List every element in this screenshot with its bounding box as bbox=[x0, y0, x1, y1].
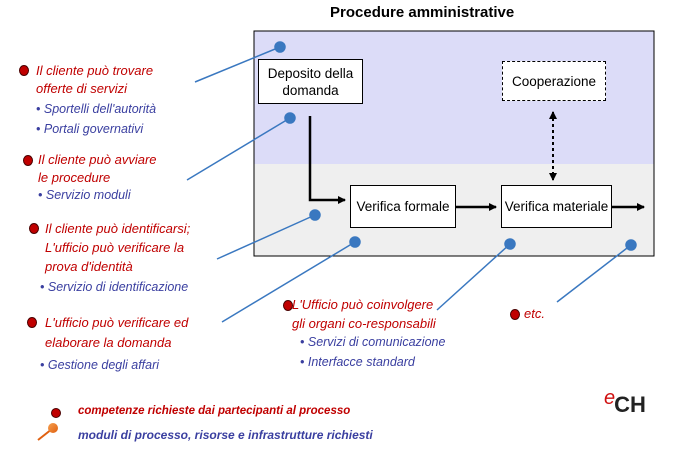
note-1-sub-1: • Sportelli dell'autorità bbox=[36, 102, 157, 116]
legend-blue-text: moduli di processo, risorse e infrastrut… bbox=[78, 428, 373, 442]
note-3-sub-1: • Servizio di identificazione bbox=[40, 280, 189, 294]
note-5-sub-1-text: Servizi di comunicazione bbox=[307, 335, 446, 349]
note-2-sub-1: • Servizio moduli bbox=[38, 188, 131, 202]
page-title: Procedure amministrative bbox=[330, 4, 515, 21]
note-2-line-2: le procedure bbox=[38, 170, 111, 185]
note-4-line-1: L'ufficio può verificare ed bbox=[45, 315, 189, 330]
note-5-bullet-icon bbox=[283, 300, 293, 311]
box-verifica-materiale: Verifica materiale bbox=[501, 185, 612, 228]
note-4-sub-1: • Gestione degli affari bbox=[40, 358, 160, 372]
note-6-bullet-icon bbox=[510, 309, 520, 320]
note-1-bullet-icon bbox=[19, 65, 29, 76]
box-cooperazione: Cooperazione bbox=[502, 61, 606, 101]
flow-arrow-deposito-to-formale bbox=[308, 116, 346, 204]
legend-red-dot-icon bbox=[51, 408, 61, 418]
note-6-line-1: etc. bbox=[524, 306, 545, 321]
note-5-line-1: L'Ufficio può coinvolgere bbox=[292, 297, 434, 312]
note-3-sub-1-text: Servizio di identificazione bbox=[47, 280, 189, 294]
box-verifica-formale-label: Verifica formale bbox=[356, 199, 450, 214]
note-3-line-2: L'ufficio può verificare la bbox=[45, 240, 185, 255]
note-5-sub-2-text: Interfacce standard bbox=[307, 355, 415, 369]
note-1-sub-2: • Portali governativi bbox=[36, 122, 144, 136]
note-2-bullet-icon bbox=[23, 155, 33, 166]
box-deposito: Deposito della domanda bbox=[258, 59, 363, 104]
ech-logo: eCH bbox=[604, 387, 646, 418]
note-4-sub-1-text: Gestione degli affari bbox=[47, 358, 160, 372]
connector-line-6 bbox=[556, 244, 632, 303]
note-2-sub-1-text: Servizio moduli bbox=[45, 188, 131, 202]
box-deposito-label: Deposito della domanda bbox=[267, 65, 354, 98]
note-3-bullet-icon bbox=[29, 223, 39, 234]
note-1-sub-1-text: Sportelli dell'autorità bbox=[43, 102, 157, 116]
ech-logo-e: e bbox=[604, 387, 616, 409]
note-4-line-2: elaborare la domanda bbox=[45, 335, 172, 350]
note-4-bullet-icon bbox=[27, 317, 37, 328]
legend-orange-dot-icon bbox=[48, 423, 58, 433]
connector-line-1 bbox=[194, 46, 281, 83]
legend-red-text: competenze richieste dai partecipanti al… bbox=[78, 405, 351, 417]
note-5-line-2: gli organi co-responsabili bbox=[292, 316, 436, 331]
note-5-sub-2: • Interfacce standard bbox=[300, 355, 415, 369]
note-5-sub-1: • Servizi di comunicazione bbox=[300, 335, 446, 349]
connector-dot-1 bbox=[274, 41, 286, 53]
process-panel-border bbox=[253, 30, 655, 257]
ech-logo-ch: CH bbox=[614, 392, 646, 417]
note-2-line-1: Il cliente può avviare bbox=[38, 152, 157, 167]
connector-line-5 bbox=[436, 243, 511, 311]
connector-dot-2 bbox=[284, 112, 296, 124]
note-3-line-1: Il cliente può identificarsi; bbox=[45, 221, 191, 236]
connector-dot-4 bbox=[349, 236, 361, 248]
note-3-line-3: prova d'identità bbox=[45, 259, 133, 274]
note-1-line-2: offerte di servizi bbox=[36, 81, 128, 96]
connector-dot-5 bbox=[504, 238, 516, 250]
note-1-sub-2-text: Portali governativi bbox=[43, 122, 144, 136]
connector-line-4 bbox=[221, 241, 356, 323]
box-verifica-materiale-label: Verifica materiale bbox=[504, 199, 609, 214]
connector-line-2 bbox=[186, 117, 291, 181]
note-1-line-1: Il cliente può trovare bbox=[36, 63, 154, 78]
box-cooperazione-label: Cooperazione bbox=[511, 73, 597, 89]
connector-dot-6 bbox=[625, 239, 637, 251]
box-verifica-formale: Verifica formale bbox=[350, 185, 456, 228]
connector-dot-3 bbox=[309, 209, 321, 221]
connector-line-3 bbox=[216, 214, 316, 260]
